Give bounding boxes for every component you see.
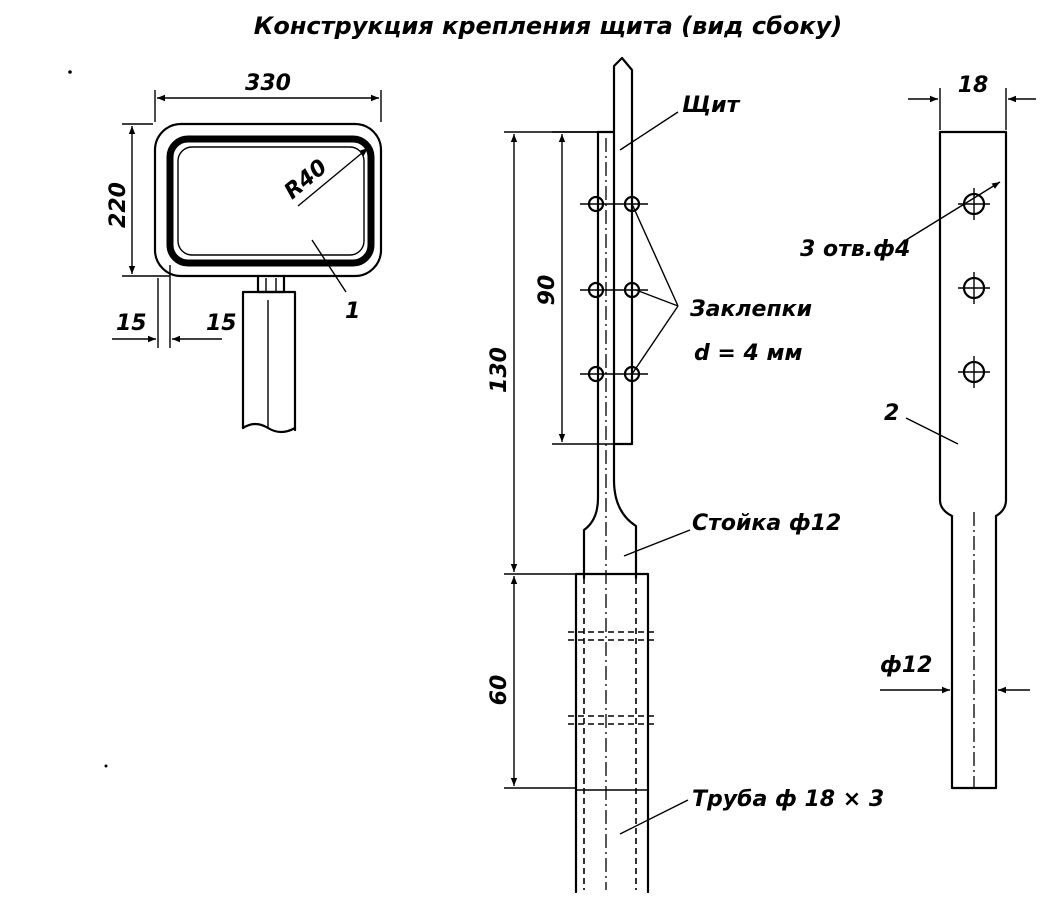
rivets-diameter-label: d = 4 мм <box>694 341 802 366</box>
dim-height-label: 220 <box>106 182 131 228</box>
part-1-label: 1 <box>345 299 360 324</box>
plate-outer-outline <box>153 122 383 278</box>
drawing-title: Конструкция крепления щита (вид сбоку) <box>254 12 843 40</box>
dim-rivets-label: 90 <box>535 275 560 306</box>
rivets-label: Заклепки <box>689 297 812 322</box>
bracket-outline <box>938 130 1008 790</box>
dim-total-label: 130 <box>487 347 512 393</box>
rivet-top <box>580 195 648 213</box>
holes-label: 3 отв.ф4 <box>800 237 910 262</box>
hole-middle <box>958 272 990 304</box>
stray-dot <box>68 70 72 74</box>
dim-right-offset-label: 15 <box>206 311 237 336</box>
post-label: Стойка ф12 <box>692 511 841 536</box>
tube-outline <box>574 572 650 894</box>
shield-label: Щит <box>682 93 741 118</box>
plate-neck <box>256 274 286 294</box>
side-view: 130 90 60 Щит Заклепки d = 4 мм Стойка ф… <box>487 56 884 894</box>
rivet-bottom <box>580 365 648 383</box>
dim-radius-label: R40 <box>280 155 333 205</box>
dim-width-label: 330 <box>245 71 291 96</box>
dim-tube-label: 60 <box>487 675 512 706</box>
bracket-view: 18 3 отв.ф4 2 ф12 <box>800 73 1036 790</box>
plate-view: 330 220 R40 15 15 1 <box>106 71 383 434</box>
hole-bottom <box>958 356 990 388</box>
bracket-width-label: 18 <box>958 73 989 98</box>
plate-frame <box>166 135 375 267</box>
stray-dot <box>104 764 108 768</box>
bracket-strip-left <box>582 130 616 580</box>
part-2-label: 2 <box>884 401 899 426</box>
dim-left-offset-label: 15 <box>116 311 147 336</box>
tube-label: Труба ф 18 × 3 <box>692 787 884 812</box>
hole-top <box>958 188 990 220</box>
rod-diameter-label: ф12 <box>880 653 932 678</box>
plate-inner-outline <box>177 146 365 256</box>
plate-handle <box>241 290 297 432</box>
shield-plate <box>612 56 634 446</box>
bracket-strip-right <box>612 442 638 580</box>
dim-radius-leader <box>297 147 369 207</box>
